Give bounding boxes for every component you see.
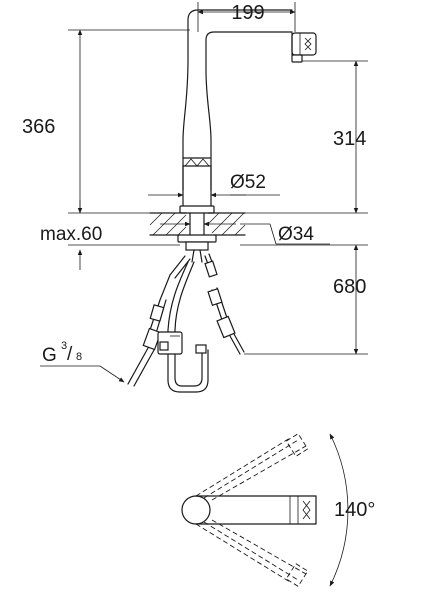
label-hose-length: 680 [333,276,366,298]
label-thread-denominator: 8 [76,351,82,363]
label-top-width: 199 [231,2,264,24]
label-thread-slash: / [67,344,73,365]
dim-hose-length: 680 [240,244,368,355]
dim-body-diameter: Ø52 [148,172,280,198]
countertop-section [149,212,246,251]
label-hole-diameter: Ø34 [278,224,314,245]
label-max-thickness: max.60 [40,224,102,245]
dim-hole-diameter: Ø34 [160,221,330,245]
label-thread-letter: G [42,345,57,366]
label-swivel-angle: 140° [334,499,375,521]
thread-connection-label: G 3 / 8 [40,340,125,383]
dim-max-thickness: max.60 [40,200,180,270]
label-thread-numerator: 3 [61,340,67,352]
dim-total-height: 366 [22,29,190,214]
faucet-top-view: 140° [181,433,375,587]
dim-top-width: 199 [197,2,296,32]
faucet-side-view [179,9,317,214]
dim-spout-height: 314 [240,60,368,214]
label-total-height: 366 [22,116,55,138]
label-body-diameter: Ø52 [230,172,266,193]
label-spout-height: 314 [333,128,366,150]
supply-hoses [127,249,245,393]
